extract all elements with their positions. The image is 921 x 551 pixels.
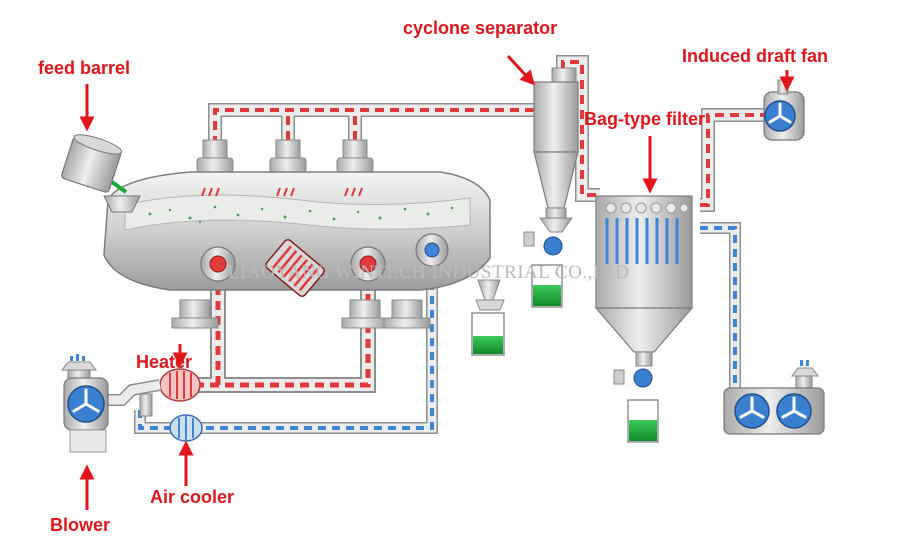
- pulse-air-blowers: [723, 360, 825, 435]
- dryer-air-inlets: [200, 233, 449, 282]
- blower-intake-mark: [70, 354, 85, 361]
- cyclone-product-container: [531, 264, 563, 308]
- red-pointer-arrow-icon: [79, 54, 795, 510]
- fan-impeller-icon: [633, 368, 653, 388]
- fluid-bed-dryer: [103, 139, 501, 329]
- green-product-container-icon: [533, 285, 561, 306]
- label-blower: Blower: [50, 515, 110, 535]
- watermark-text: LIAOYANG WINTECH INDUSTRIAL CO.,LTD: [228, 262, 630, 283]
- blower-outlet-pipes: [108, 379, 162, 417]
- label-air-cooler: Air cooler: [150, 487, 234, 507]
- bag-type-filter: [594, 195, 694, 388]
- feed-barrel: [61, 134, 141, 213]
- dryer-product-container: [471, 299, 505, 356]
- green-product-container-icon: [629, 420, 657, 441]
- cyclone-separator: [523, 67, 579, 256]
- induced-draft-fan: [763, 79, 805, 141]
- filter-product-container: [627, 399, 659, 443]
- label-heater: Heater: [136, 352, 192, 372]
- label-feed-barrel: feed barrel: [38, 58, 130, 78]
- green-product-container-icon: [473, 336, 503, 354]
- heater: [159, 368, 201, 402]
- label-bag-type-filter: Bag-type filter: [584, 109, 705, 129]
- blower: [61, 354, 109, 453]
- air-cooler: [169, 414, 203, 442]
- vibration-motor: [265, 239, 325, 297]
- fan-impeller-icon: [543, 236, 563, 256]
- label-induced-draft-fan: Induced draft fan: [682, 46, 828, 66]
- label-cyclone-separator: cyclone separator: [403, 18, 557, 38]
